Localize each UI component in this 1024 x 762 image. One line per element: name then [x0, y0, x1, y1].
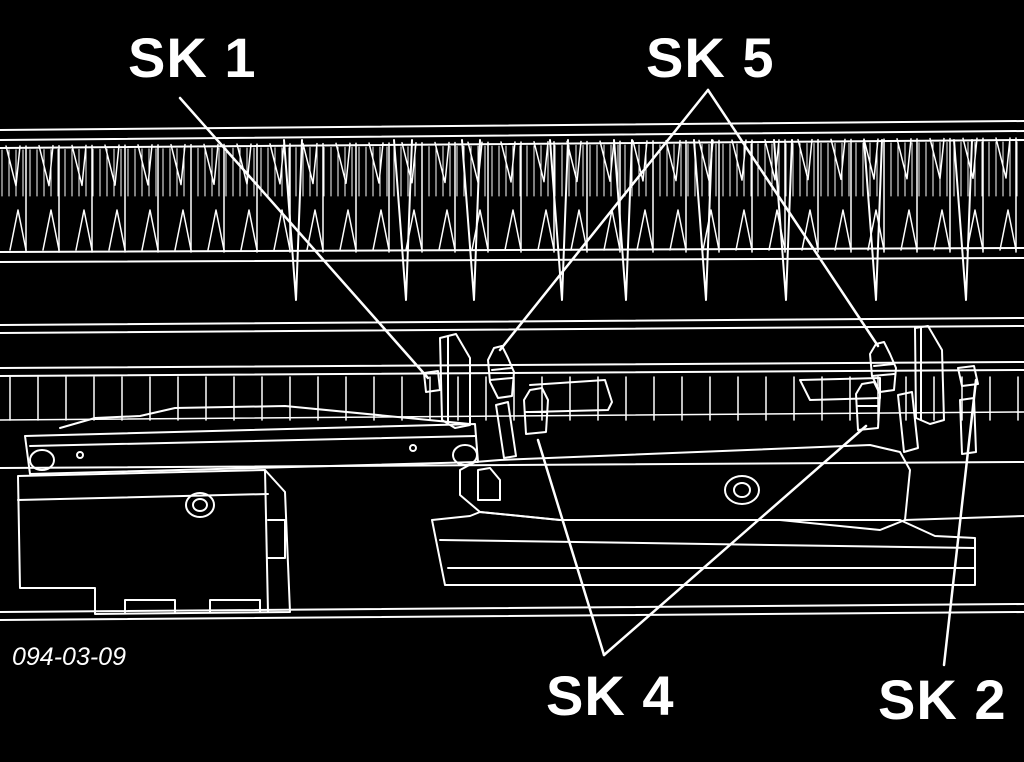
reel-tooth	[335, 142, 351, 185]
reel-tooth	[38, 144, 54, 187]
reel-tooth	[665, 139, 681, 182]
leader-sk5-left	[498, 88, 710, 352]
leader-sk4-left	[536, 438, 606, 657]
reel-tooth	[764, 139, 780, 181]
long-tine	[393, 139, 413, 301]
reel-tooth	[500, 141, 516, 183]
long-tine	[693, 139, 713, 301]
reel-tooth	[929, 137, 945, 180]
right-plate	[855, 325, 979, 455]
reel-tooth	[339, 209, 357, 251]
lower-frame	[0, 461, 1024, 621]
reel-tooth	[834, 209, 852, 251]
reel-tooth	[966, 209, 984, 251]
leader-sk4-right	[602, 424, 868, 657]
callout-sk4: SK 4	[546, 664, 675, 727]
reel-tooth	[900, 209, 918, 251]
reel-tooth	[240, 209, 258, 251]
reel-tooth	[71, 144, 87, 187]
reel-tooth	[438, 209, 456, 251]
reel-tooth	[533, 140, 549, 183]
reel-tooth	[768, 209, 786, 251]
reel-tooth	[471, 209, 489, 251]
left-bracket	[17, 405, 479, 615]
reel-tooth	[735, 209, 753, 251]
reel-tooth	[933, 209, 951, 251]
leader-lines	[178, 88, 978, 667]
reel-tooth	[434, 141, 450, 184]
reel-tine-bar	[0, 120, 1024, 301]
reel-tooth	[537, 209, 555, 251]
left-plate	[423, 333, 549, 459]
reel-tooth	[669, 209, 687, 251]
reel-tooth	[108, 209, 126, 251]
long-tine	[549, 139, 569, 301]
reel-tooth	[372, 209, 390, 251]
reel-tooth	[306, 209, 324, 251]
reel-tooth	[566, 140, 582, 183]
reel-tooth	[702, 209, 720, 251]
callout-sk5: SK 5	[646, 26, 775, 89]
leader-sk5-right	[706, 88, 880, 348]
leader-sk2	[942, 378, 978, 667]
reel-tooth	[401, 142, 417, 184]
reel-tooth	[830, 138, 846, 181]
figure-code: 094-03-09	[12, 643, 126, 671]
rail-edge	[0, 411, 1024, 421]
reel-tooth	[962, 137, 978, 180]
reel-tooth	[273, 209, 291, 251]
reel-tooth	[995, 137, 1011, 179]
reel-tooth	[368, 142, 384, 184]
reel-tooth	[137, 144, 153, 186]
reel-tooth	[203, 143, 219, 186]
long-tine	[461, 139, 481, 301]
reel-tooth	[141, 209, 159, 251]
long-tine	[283, 139, 303, 301]
reel-tooth	[104, 144, 120, 186]
reel-tooth	[504, 209, 522, 251]
reel-tooth	[570, 209, 588, 251]
reel-tooth	[999, 209, 1017, 251]
reel-tooth	[207, 209, 225, 251]
reel-tooth	[896, 138, 912, 180]
long-tine	[773, 139, 793, 301]
leader-sk1	[178, 96, 430, 380]
reel-tooth	[75, 209, 93, 251]
callout-sk1: SK 1	[128, 26, 257, 89]
reel-tooth	[599, 140, 615, 182]
reel-tooth	[174, 209, 192, 251]
reel-tooth	[269, 143, 285, 185]
callout-sk2: SK 2	[878, 668, 1007, 731]
long-tine	[953, 139, 973, 301]
long-tine	[613, 139, 633, 301]
reel-tooth	[302, 142, 318, 185]
reel-tooth	[797, 138, 813, 181]
reel-tooth	[170, 143, 186, 186]
reel-tooth	[636, 209, 654, 251]
reel-tooth	[5, 145, 21, 187]
reel-tooth	[9, 209, 27, 251]
reel-tooth	[731, 139, 747, 181]
long-tine	[863, 139, 883, 301]
reel-tooth	[42, 209, 60, 251]
